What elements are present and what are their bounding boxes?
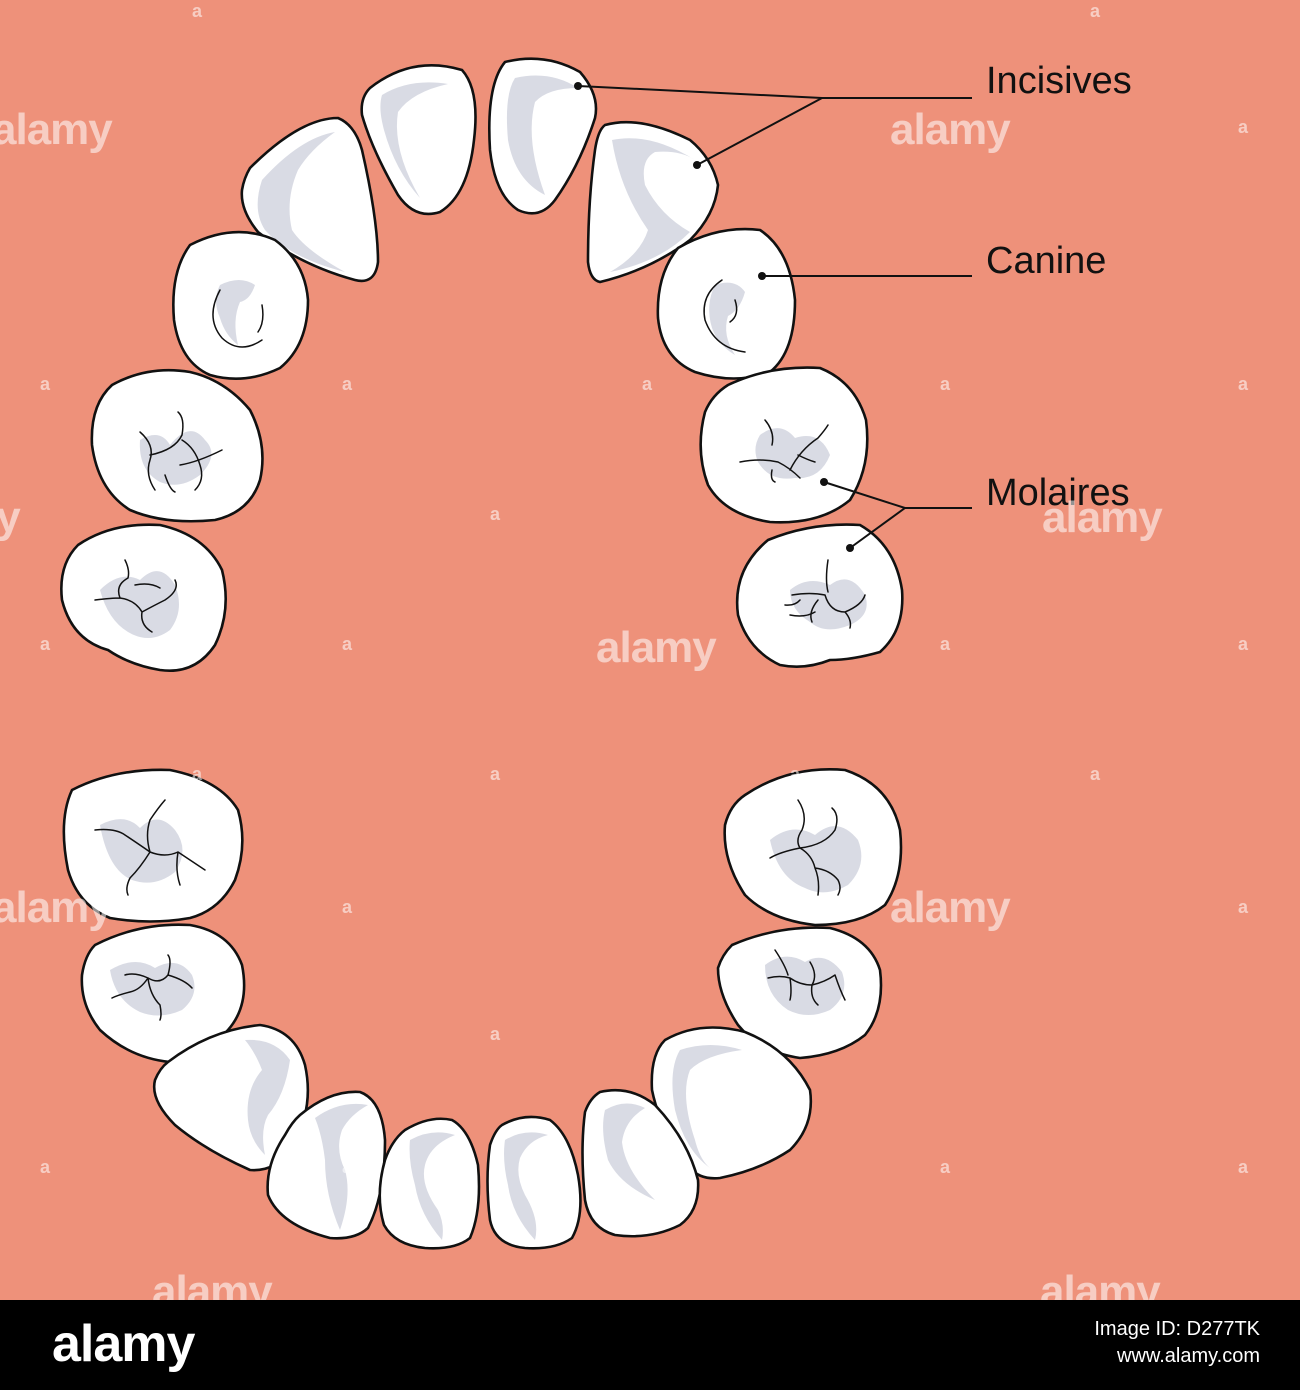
upper-molar-second-right xyxy=(735,523,904,668)
incisives-label: Incisives xyxy=(986,60,1132,102)
watermark-mark: a xyxy=(342,1157,353,1177)
watermark-mark: a xyxy=(192,764,203,784)
watermark-logo: alamy xyxy=(890,883,1011,932)
watermark-mark: a xyxy=(192,1,203,21)
upper-molar-first-left xyxy=(90,368,264,523)
lower-incisor-central-right xyxy=(486,1115,582,1250)
watermark-mark: a xyxy=(940,374,951,394)
stock-footer: alamy Image ID: D277TK www.alamy.com xyxy=(0,1300,1300,1390)
watermark-mark: a xyxy=(342,374,353,394)
upper-molar-second-left xyxy=(60,523,227,672)
lower-incisor-lateral-right xyxy=(581,1088,700,1238)
watermark-mark: a xyxy=(490,764,501,784)
watermark-mark: a xyxy=(940,634,951,654)
watermark-logo: alamy xyxy=(0,105,113,154)
dental-arch-diagram: Incisives Canine Molaires alamy alamy al… xyxy=(0,0,1300,1300)
upper-canine-right xyxy=(656,227,797,380)
watermark-mark: a xyxy=(790,764,801,784)
lower-molar-second-right xyxy=(723,768,903,927)
watermark-mark: a xyxy=(40,1157,51,1177)
lower-molar-first-right xyxy=(716,926,883,1060)
footer-url: www.alamy.com xyxy=(1117,1345,1260,1367)
watermark-mark: a xyxy=(490,1024,501,1044)
upper-incisor-central-left xyxy=(360,64,477,216)
watermark-mark: a xyxy=(40,634,51,654)
lower-molar-second-left xyxy=(62,768,244,923)
lower-molar-first-left xyxy=(80,923,246,1064)
watermark-mark: a xyxy=(490,504,501,524)
watermark-mark: a xyxy=(940,1157,951,1177)
upper-molar-first-right xyxy=(699,366,869,524)
watermark-logo: alamy xyxy=(890,105,1011,154)
molaires-leader-lines xyxy=(820,478,972,552)
upper-incisor-lateral-right xyxy=(586,120,720,284)
incisives-leader-lines xyxy=(574,82,972,169)
watermark-mark: a xyxy=(1238,117,1249,137)
watermark-mark: a xyxy=(1090,764,1101,784)
upper-canine-left xyxy=(172,230,310,380)
watermark-logo: alamy xyxy=(0,883,113,932)
watermark-logo: alamy xyxy=(596,623,717,672)
watermark-logo: alamy xyxy=(152,1267,273,1301)
watermark-mark: a xyxy=(342,634,353,654)
watermark-mark: a xyxy=(642,374,653,394)
footer-logo: alamy xyxy=(52,1315,195,1373)
molaires-label: Molaires xyxy=(986,472,1130,514)
teeth-svg xyxy=(60,57,972,1250)
lower-incisor-central-left xyxy=(378,1117,481,1250)
watermark-mark: a xyxy=(342,897,353,917)
watermark-mark: a xyxy=(1238,374,1249,394)
lower-canine-left xyxy=(152,1023,310,1172)
canine-leader-line xyxy=(758,272,972,280)
watermark-logo: alamy xyxy=(1040,1267,1161,1301)
watermark-mark: a xyxy=(1238,1157,1249,1177)
watermark-mark: a xyxy=(40,374,51,394)
footer-image-id: Image ID: D277TK xyxy=(1094,1318,1260,1340)
watermark-mark: a xyxy=(1090,1,1101,21)
watermark-logo: alamy xyxy=(1042,493,1163,542)
watermark-mark: a xyxy=(1238,897,1249,917)
watermark-logo: alamy xyxy=(0,493,21,542)
watermark-mark: a xyxy=(1238,634,1249,654)
upper-incisor-central-right xyxy=(488,57,598,215)
lower-incisor-lateral-left xyxy=(266,1090,387,1240)
footer-image-info: Image ID: D277TK www.alamy.com xyxy=(1094,1316,1260,1370)
canine-label: Canine xyxy=(986,240,1107,282)
